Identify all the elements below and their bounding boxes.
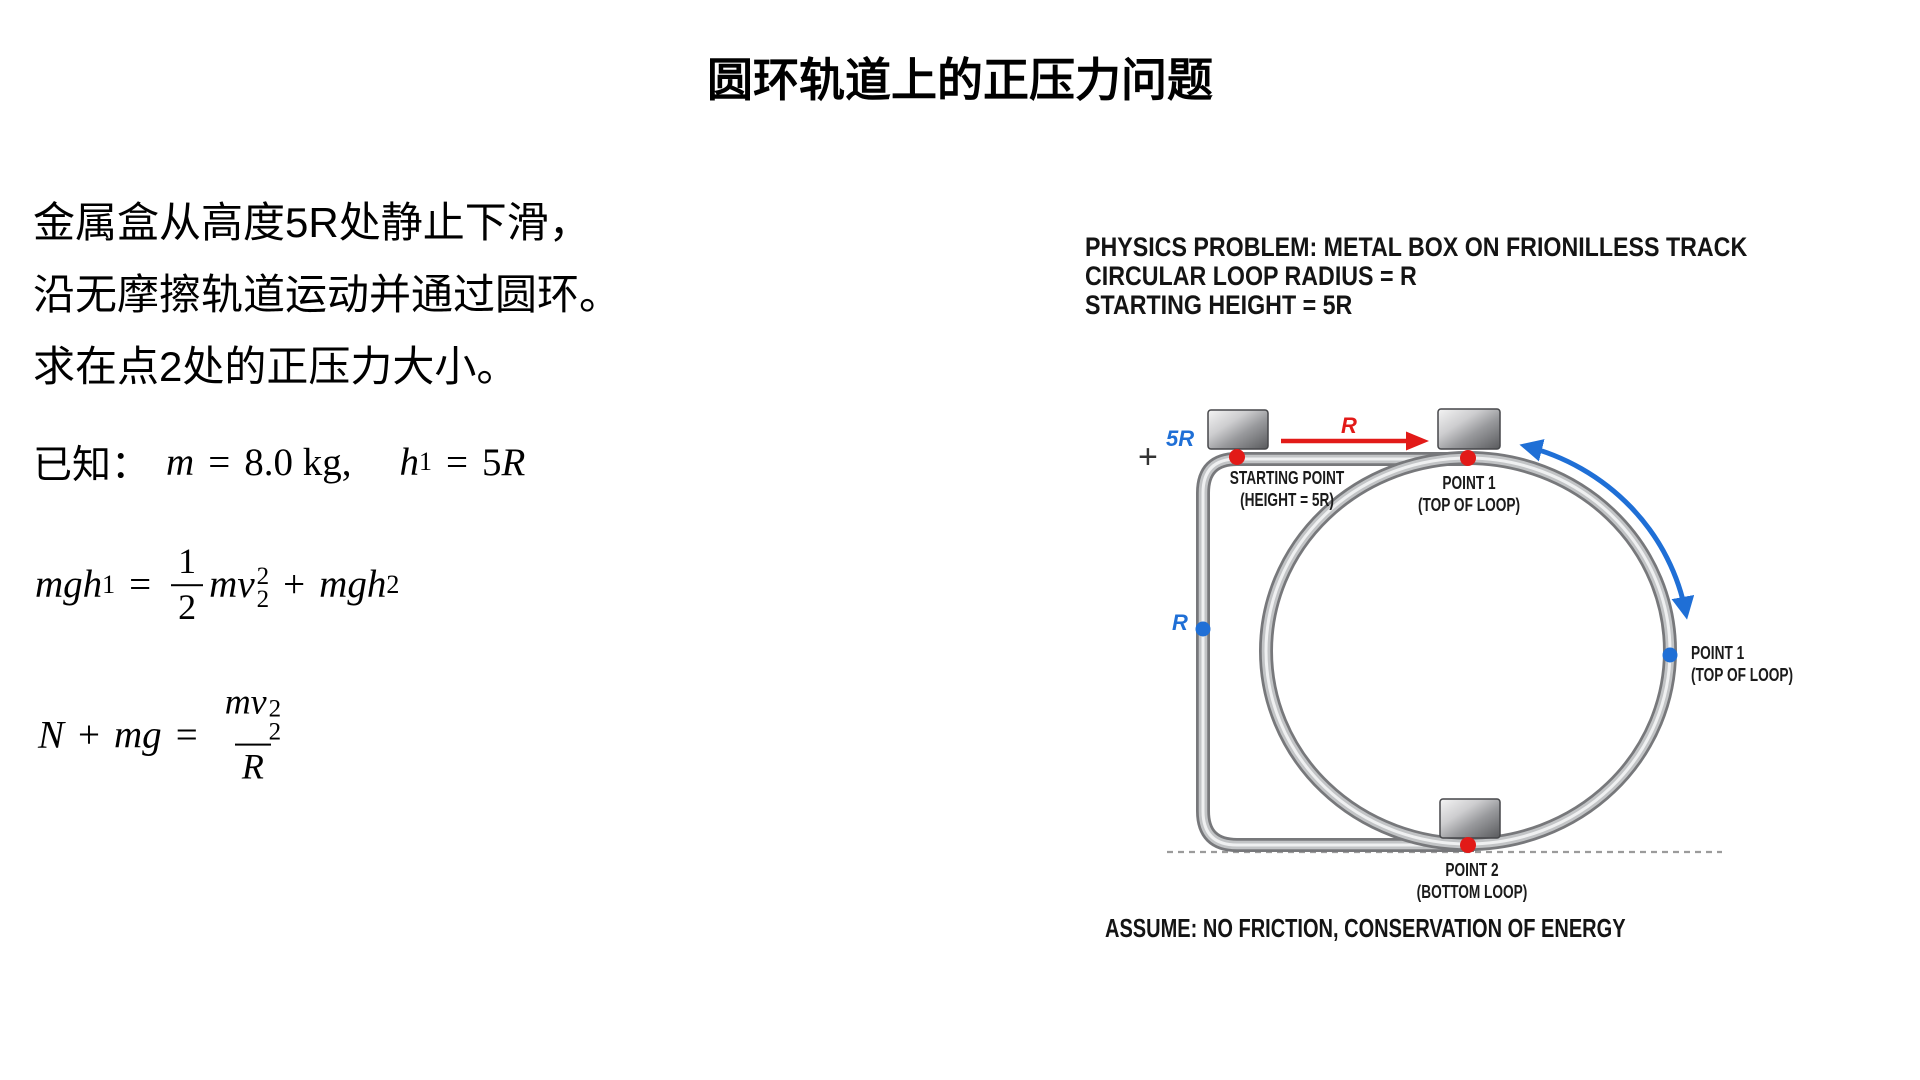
fraction-numerator: 1 — [178, 541, 197, 582]
given-mass-var: m — [166, 440, 195, 484]
point1-right-label-line2: (TOP OF LOOP) — [1691, 665, 1794, 685]
point1-top-label: POINT 1 (TOP OF LOOP) — [1418, 472, 1520, 516]
v2-superscript: 2 — [256, 563, 270, 590]
given-height-subscript: 1 — [418, 447, 432, 476]
energy-equals: = — [129, 563, 152, 607]
figure-header-line-1: PHYSICS PROBLEM: METAL BOX ON FRIONILLES… — [1085, 232, 1748, 262]
kinetic-term-var: mv — [209, 563, 255, 607]
centripetal-v2-sup: 2 — [268, 695, 282, 723]
starting-point-label: STARTING POINT (HEIGHT = 5R) — [1230, 467, 1345, 511]
problem-line-3: 求在点2处的正压力大小。 — [33, 343, 519, 390]
normal-force-var: N — [38, 713, 65, 757]
potential-term-var: mgh — [319, 563, 387, 607]
given-mass-value: 8.0 kg, — [244, 440, 352, 484]
point2-bottom-dot — [1460, 837, 1476, 853]
newton-plus: + — [78, 713, 101, 757]
point1-right-dot — [1662, 647, 1678, 663]
metal-box-bottom-of-loop — [1439, 798, 1501, 839]
point2-label-line1: POINT 2 — [1445, 860, 1499, 880]
plus-sign: + — [1138, 438, 1158, 476]
metal-box-start — [1207, 409, 1269, 450]
figure-header-line-3: STARTING HEIGHT = 5R — [1085, 290, 1353, 320]
fraction-denominator: 2 — [171, 584, 204, 627]
potential-term-subscript: 2 — [386, 570, 400, 599]
newton-equals: = — [175, 713, 198, 757]
radius-left-label: R — [1172, 610, 1188, 635]
page-title: 圆环轨道上的正压力问题 — [707, 54, 1213, 106]
point1-right-label-line1: POINT 1 — [1691, 643, 1745, 663]
radius-arrow-label: R — [1341, 413, 1357, 438]
point1-top-label-line1: POINT 1 — [1442, 473, 1496, 493]
one-half-fraction: 1 2 — [171, 541, 204, 627]
starting-point-label-line2: (HEIGHT = 5R) — [1240, 490, 1334, 510]
problem-statement: 金属盒从高度5R处静止下滑， 沿无摩擦轨道运动并通过圆环。 求在点2处的正压力大… — [33, 187, 621, 403]
point1-right-label: POINT 1 (TOP OF LOOP) — [1691, 642, 1793, 686]
starting-point-label-line1: STARTING POINT — [1229, 468, 1345, 488]
assumption-note: ASSUME: NO FRICTION, CONSERVATION OF ENE… — [1105, 913, 1626, 943]
given-label: 已知： — [33, 444, 151, 487]
point1-top-dot — [1460, 450, 1476, 466]
given-height-coeff: 5 — [481, 440, 502, 484]
given-height-equals: = — [445, 440, 468, 484]
energy-plus: + — [283, 563, 306, 607]
centripetal-num-var: mv — [224, 681, 267, 722]
direction-arrow-blue — [1519, 439, 1695, 620]
height-5r-label: 5R — [1166, 426, 1195, 451]
starting-point-dot — [1229, 449, 1245, 465]
centripetal-v2-sub: 2 — [268, 718, 282, 746]
given-height-var: h — [399, 440, 419, 484]
figure-header-line-2: CIRCULAR LOOP RADIUS = R — [1085, 261, 1417, 291]
entry-track — [1196, 452, 1474, 852]
weight-var: mg — [114, 713, 162, 757]
radius-marker-dot-left — [1195, 621, 1211, 637]
given-mass-equals: = — [208, 440, 231, 484]
point2-label: POINT 2 (BOTTOM LOOP) — [1417, 859, 1528, 903]
energy-lhs-subscript: 1 — [102, 570, 116, 599]
metal-box-top-of-loop — [1437, 408, 1501, 450]
v2-subscript: 2 — [256, 586, 270, 613]
figure-header: PHYSICS PROBLEM: METAL BOX ON FRIONILLES… — [1085, 233, 1747, 320]
point2-label-line2: (BOTTOM LOOP) — [1416, 882, 1528, 902]
energy-lhs-var: mgh — [35, 563, 103, 607]
centripetal-denominator: R — [234, 743, 271, 787]
radius-arrow-red — [1281, 431, 1429, 451]
problem-line-2: 沿无摩擦轨道运动并通过圆环。 — [33, 271, 622, 318]
red-arrowhead — [1406, 431, 1429, 451]
problem-line-1: 金属盒从高度5R处静止下滑， — [33, 199, 591, 246]
point1-top-label-line2: (TOP OF LOOP) — [1417, 495, 1521, 515]
given-height-radius-var: R — [501, 440, 526, 484]
